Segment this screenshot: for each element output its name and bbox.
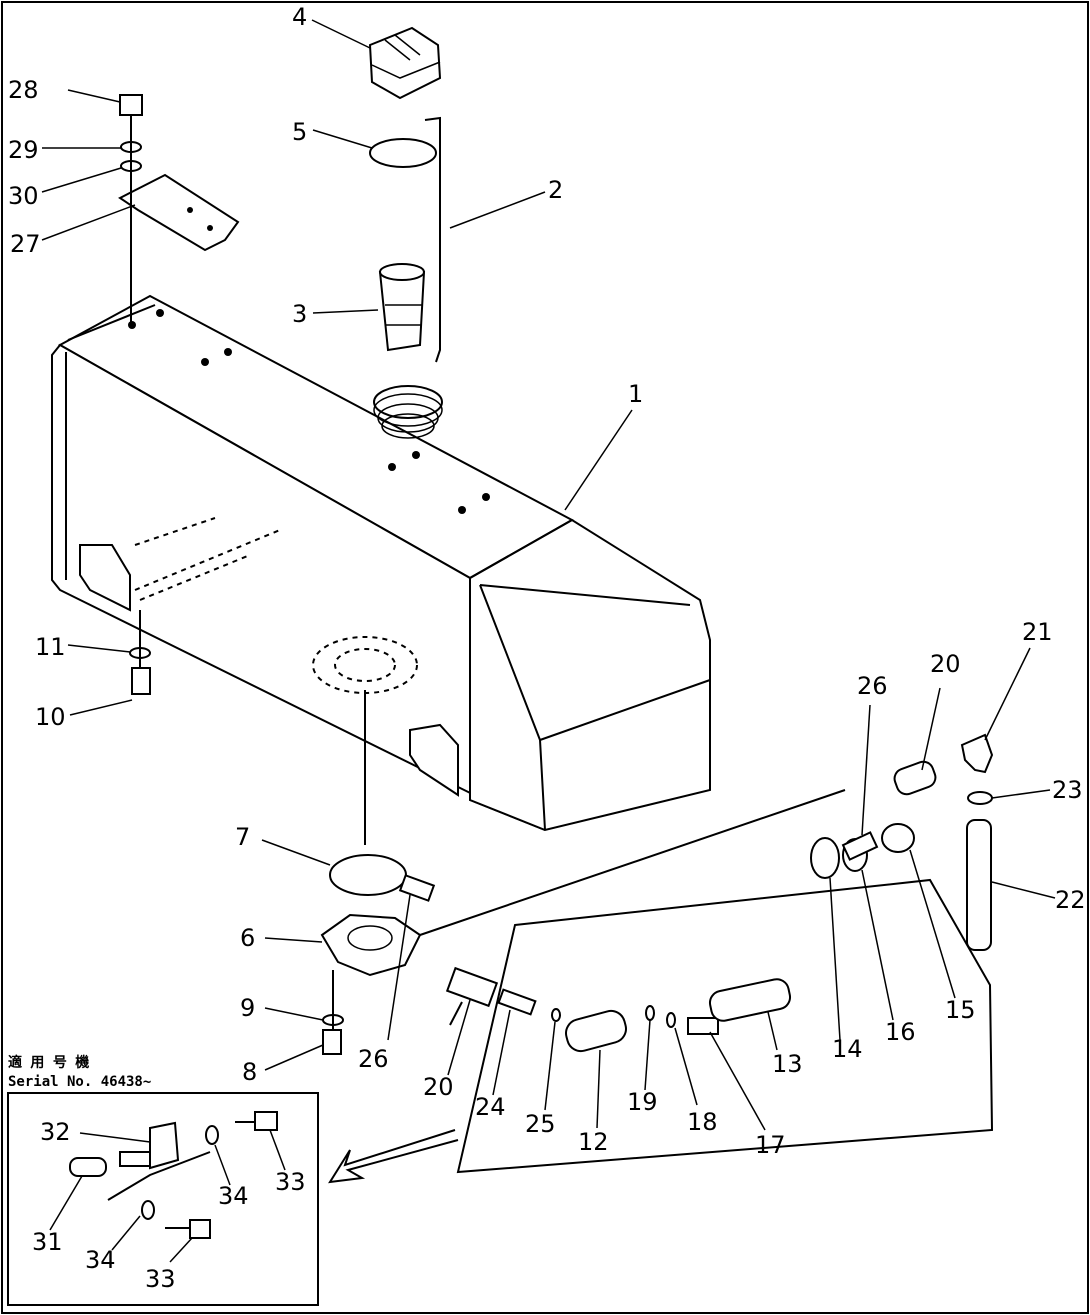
pipe-22: [966, 819, 992, 951]
part-label-16: 16: [885, 1018, 916, 1046]
part-label-20-lower: 20: [423, 1073, 454, 1101]
part-label-30: 30: [8, 182, 39, 210]
part-label-21: 21: [1022, 618, 1053, 646]
part-label-12: 12: [578, 1128, 609, 1156]
part-label-22: 22: [1055, 886, 1086, 914]
part-label-33-upper: 33: [275, 1168, 306, 1196]
part-label-1: 1: [628, 380, 643, 408]
part-label-24: 24: [475, 1093, 506, 1121]
part-label-29: 29: [8, 136, 39, 164]
part-label-8: 8: [242, 1058, 257, 1086]
part-label-2: 2: [548, 176, 563, 204]
part-label-3: 3: [292, 300, 307, 328]
serial-inset: [7, 1092, 319, 1306]
part-label-31: 31: [32, 1228, 63, 1256]
part-label-9: 9: [240, 994, 255, 1022]
part-label-11: 11: [35, 633, 66, 661]
part-label-6: 6: [240, 924, 255, 952]
part-label-4: 4: [292, 3, 307, 31]
part-label-10: 10: [35, 703, 66, 731]
part-label-15: 15: [945, 996, 976, 1024]
part-label-19: 19: [627, 1088, 658, 1116]
part-labels: 28 29 30 27 4 5 2 3 1 11 10 7 6 9 8 26 2…: [8, 3, 1086, 1293]
part-label-33-lower: 33: [145, 1265, 176, 1293]
part-label-7: 7: [235, 823, 250, 851]
level-gauge: [424, 116, 441, 363]
flange-6: [320, 913, 422, 977]
part-label-26-upper: 26: [857, 672, 888, 700]
strainer: [378, 263, 426, 352]
inset-caption-serial: Serial No. 46438~: [8, 1074, 151, 1090]
part-label-26-lower: 26: [358, 1045, 389, 1073]
part-label-25: 25: [525, 1110, 556, 1138]
inset-caption-jp: 適 用 号 機: [8, 1054, 89, 1071]
part-label-20-upper: 20: [930, 650, 961, 678]
part-label-27: 27: [10, 230, 41, 258]
bracket: [118, 173, 240, 252]
part-label-18: 18: [687, 1108, 718, 1136]
part-label-14: 14: [832, 1035, 863, 1063]
part-label-23: 23: [1052, 776, 1083, 804]
part-label-5: 5: [292, 118, 307, 146]
part-label-13: 13: [772, 1050, 803, 1078]
part-label-32: 32: [40, 1118, 71, 1146]
part-label-34-upper: 34: [218, 1182, 249, 1210]
bolt-28: [119, 94, 143, 116]
part-label-28: 28: [8, 76, 39, 104]
gasket-7: [329, 854, 407, 896]
fuel-tank: [51, 294, 711, 845]
part-label-17: 17: [755, 1131, 786, 1159]
leader-lines: [41, 19, 1056, 1263]
cap-gasket: [369, 138, 437, 168]
filler-cap: [368, 26, 442, 100]
part-label-34-lower: 34: [85, 1246, 116, 1274]
